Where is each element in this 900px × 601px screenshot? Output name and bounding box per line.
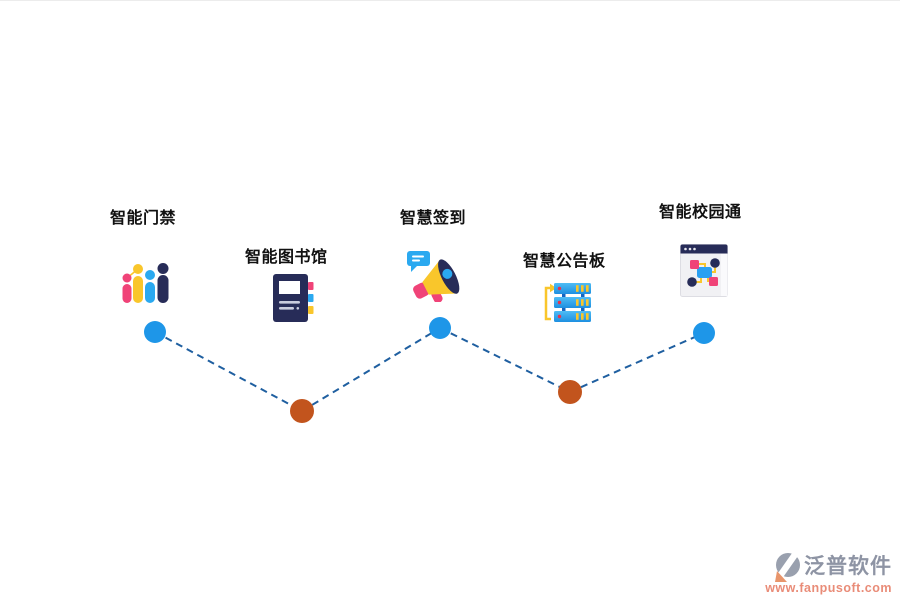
timeline-item-label-checkin: 智慧签到 bbox=[400, 210, 467, 227]
connector-segment-2 bbox=[301, 327, 441, 412]
watermark: 泛普软件 www.fanpusoft.com bbox=[765, 549, 892, 595]
megaphone-icon bbox=[404, 248, 464, 303]
connector-segment-4 bbox=[569, 332, 705, 393]
connector-segment-1 bbox=[154, 331, 303, 412]
timeline-node-2 bbox=[290, 399, 314, 423]
timeline-node-3 bbox=[429, 317, 451, 339]
watermark-brand-text: 泛普软件 bbox=[804, 554, 892, 578]
timeline-item-label-library: 智能图书馆 bbox=[245, 249, 328, 266]
timeline-node-1 bbox=[144, 321, 166, 343]
timeline-item-label-access-control: 智能门禁 bbox=[110, 210, 177, 227]
timeline-item-label-bulletin-board: 智慧公告板 bbox=[523, 253, 606, 270]
timeline-item-label-campus-pass: 智能校园通 bbox=[659, 204, 742, 221]
server-stack-icon bbox=[538, 281, 592, 325]
timeline-node-4 bbox=[558, 380, 582, 404]
people-bar-chart-icon bbox=[120, 263, 172, 305]
notebook-icon bbox=[272, 273, 314, 323]
fanpu-logo-icon bbox=[774, 549, 802, 583]
watermark-url-text: www.fanpusoft.com bbox=[765, 581, 892, 595]
browser-flowchart-icon bbox=[680, 244, 728, 297]
connector-segment-3 bbox=[439, 327, 571, 393]
timeline-node-5 bbox=[693, 322, 715, 344]
